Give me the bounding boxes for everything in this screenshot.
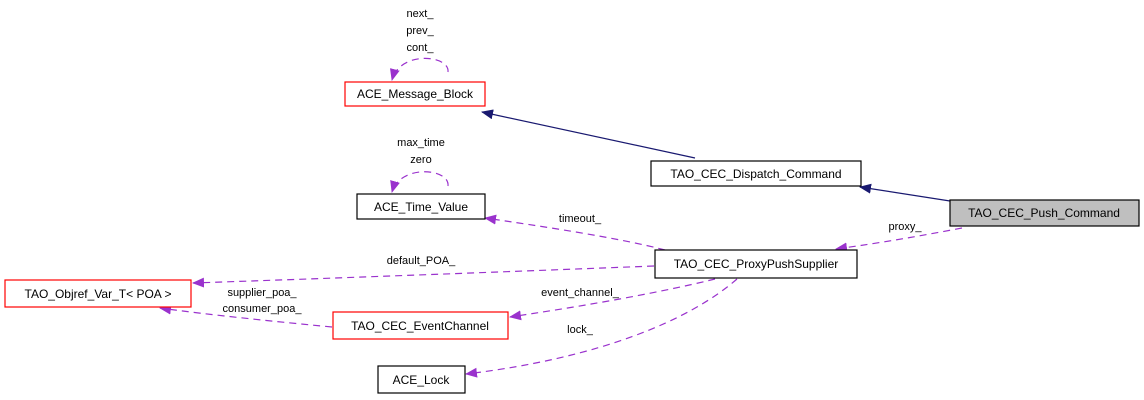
label-next: next_ — [407, 8, 435, 20]
node-tao-cec-push-command[interactable]: TAO_CEC_Push_Command — [949, 199, 1140, 227]
node-tao-cec-push-command-label: TAO_CEC_Push_Command — [968, 206, 1120, 220]
node-tao-objref-var-t-poa[interactable]: TAO_Objref_Var_T< POA > — [4, 279, 192, 308]
edge-pps-lock — [465, 278, 738, 378]
edge-pps-timeout — [484, 214, 666, 251]
edge-push-proxy — [835, 227, 963, 253]
node-tao-cec-proxy-push-supplier[interactable]: TAO_CEC_ProxyPushSupplier — [654, 249, 858, 279]
label-default-poa: default_POA_ — [387, 255, 456, 267]
label-cont: cont_ — [407, 42, 435, 54]
node-tao-cec-event-channel[interactable]: TAO_CEC_EventChannel — [332, 311, 509, 340]
node-tao-cec-dispatch-command-label: TAO_CEC_Dispatch_Command — [670, 167, 841, 181]
node-ace-message-block[interactable]: ACE_Message_Block — [344, 81, 486, 107]
label-max-time: max_time — [397, 137, 445, 149]
edge-pps-default-poa — [192, 265, 655, 288]
label-lock: lock_ — [567, 324, 594, 336]
node-ace-lock[interactable]: ACE_Lock — [377, 365, 466, 394]
label-prev: prev_ — [406, 25, 434, 37]
node-tao-cec-proxy-push-supplier-label: TAO_CEC_ProxyPushSupplier — [674, 257, 839, 271]
edge-dispatch-to-messageblock — [481, 109, 696, 159]
label-supplier-poa: supplier_poa_ — [227, 287, 297, 299]
node-ace-message-block-label: ACE_Message_Block — [357, 87, 474, 101]
node-ace-lock-label: ACE_Lock — [393, 373, 451, 387]
label-consumer-poa: consumer_poa_ — [223, 303, 303, 315]
node-tao-objref-var-t-poa-label: TAO_Objref_Var_T< POA > — [25, 287, 172, 301]
edge-tv-self — [390, 171, 449, 193]
label-proxy: proxy_ — [888, 221, 922, 233]
label-timeout: timeout_ — [559, 213, 602, 225]
node-tao-cec-event-channel-label: TAO_CEC_EventChannel — [351, 319, 489, 333]
node-tao-cec-dispatch-command[interactable]: TAO_CEC_Dispatch_Command — [650, 160, 862, 187]
label-event-channel: event_channel_ — [541, 287, 620, 299]
label-zero: zero — [410, 154, 431, 166]
edge-push-to-dispatch — [859, 183, 951, 202]
node-ace-time-value[interactable]: ACE_Time_Value — [356, 193, 486, 220]
edge-mb-self — [390, 57, 449, 81]
edge-pps-event-channel — [509, 278, 716, 321]
node-ace-time-value-label: ACE_Time_Value — [374, 200, 468, 214]
edge-ec-poa — [159, 304, 333, 328]
